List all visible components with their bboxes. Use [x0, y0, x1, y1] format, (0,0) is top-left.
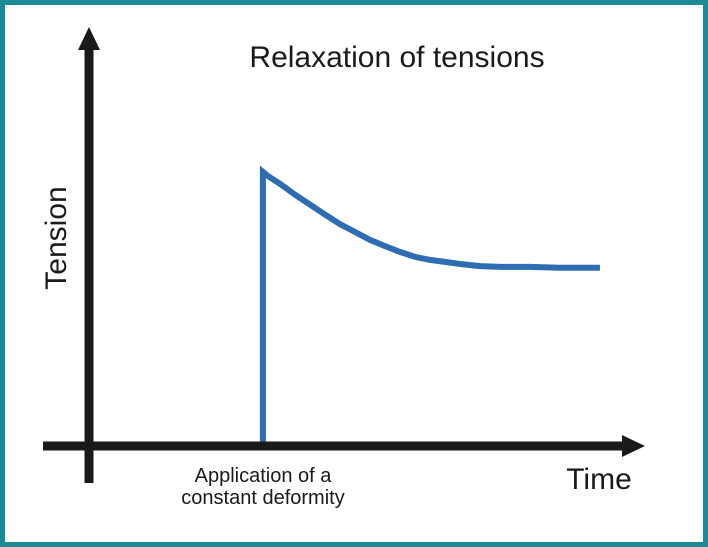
annotation-line-1: Application of a [195, 465, 333, 487]
y-axis-arrowhead-icon [78, 27, 100, 50]
x-axis-label: Time [566, 463, 632, 496]
annotation-line-2: constant deformity [181, 487, 344, 509]
tension-curve [259, 165, 600, 445]
y-axis-label: Tension [40, 186, 73, 289]
x-axis-arrowhead-icon [622, 435, 645, 457]
chart-title: Relaxation of tensions [249, 41, 544, 74]
